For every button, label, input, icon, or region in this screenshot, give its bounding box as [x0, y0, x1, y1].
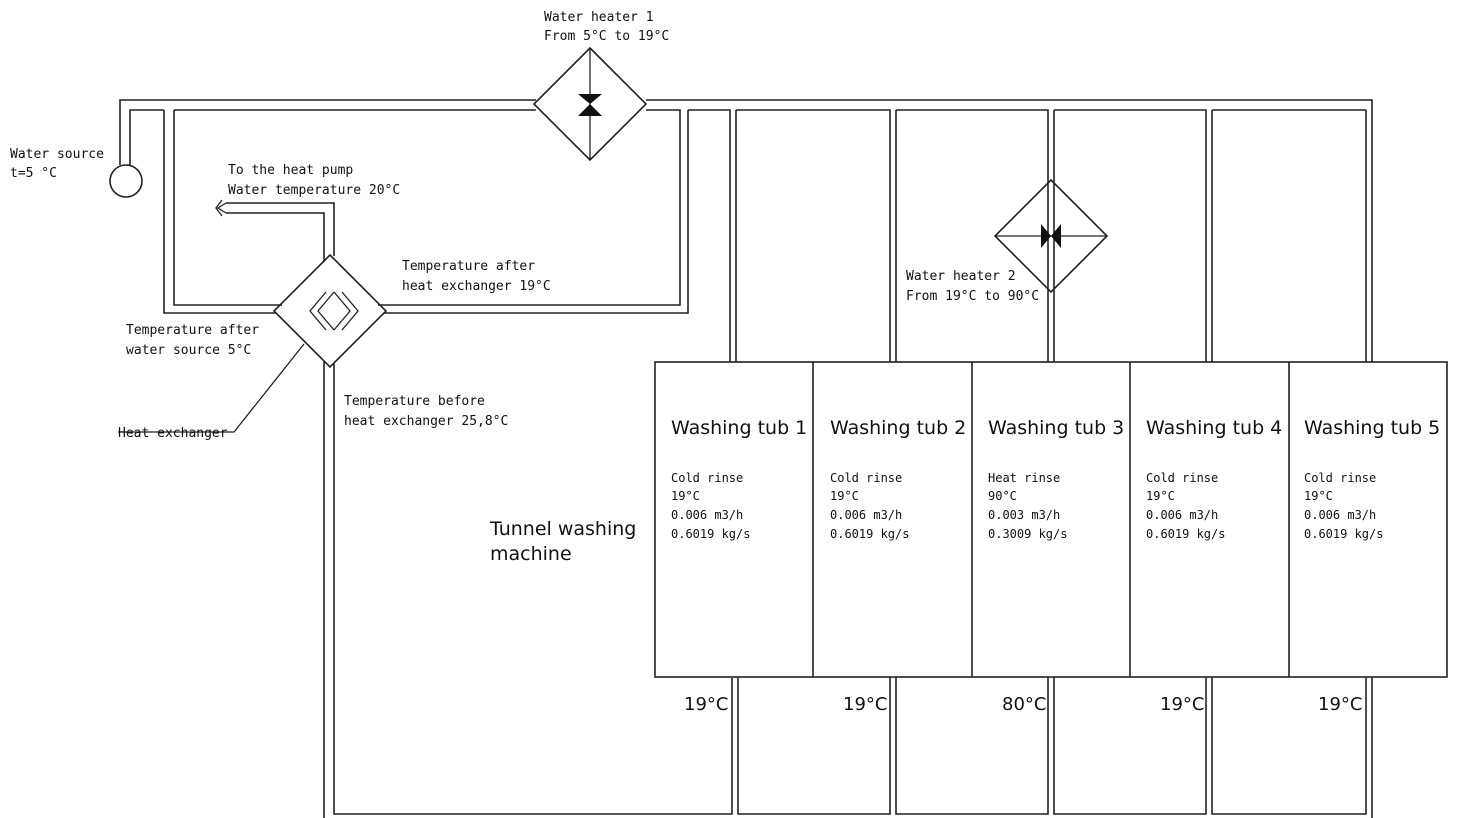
tub-temp: 19°C	[1304, 489, 1333, 503]
tub-temp: 19°C	[830, 489, 859, 503]
tub-mass: 0.6019 kg/s	[1304, 527, 1383, 541]
tub-title: Washing tub 3	[988, 417, 1124, 439]
washing-tub-4: Washing tub 4 Cold rinse 19°C 0.006 m3/h…	[1146, 417, 1282, 715]
heat-exchanger-loop	[163, 109, 737, 362]
heat-exchanger	[118, 253, 388, 433]
heat-pump-line2: Water temperature 20°C	[228, 183, 400, 198]
tub-title: Washing tub 4	[1146, 417, 1282, 439]
tub-flow: 0.006 m3/h	[671, 508, 743, 522]
water-heater-1	[532, 46, 648, 162]
water-heater-2	[993, 178, 1109, 294]
tub-mode: Cold rinse	[671, 471, 743, 485]
machine-line1: Tunnel washing	[489, 518, 636, 540]
water-source-symbol	[109, 164, 143, 198]
machine-line2: machine	[490, 543, 572, 565]
before-hx-line2: heat exchanger 25,8°C	[344, 414, 508, 429]
after-hx-line2: heat exchanger 19°C	[402, 279, 551, 294]
washing-tub-3: Washing tub 3 Heat rinse 90°C 0.003 m3/h…	[988, 417, 1124, 715]
heat-pump-line1: To the heat pump	[228, 163, 353, 178]
water-heater-2-range: From 19°C to 90°C	[906, 289, 1039, 304]
tub-mode: Heat rinse	[988, 471, 1060, 485]
tub-out-temp: 19°C	[843, 694, 887, 715]
washing-tub-5: Washing tub 5 Cold rinse 19°C 0.006 m3/h…	[1304, 417, 1440, 715]
tub-mode: Cold rinse	[830, 471, 902, 485]
tub-out-temp: 19°C	[1160, 694, 1204, 715]
washing-tubs	[654, 361, 1448, 678]
heat-exchanger-label: Heat exchanger	[118, 426, 228, 441]
before-hx-line1: Temperature before	[344, 394, 485, 409]
tub-mode: Cold rinse	[1146, 471, 1218, 485]
main-supply-pipe	[119, 99, 1373, 362]
tub-feed-pipes	[736, 109, 1366, 362]
heat-pump-line	[215, 199, 335, 262]
after-source-line2: water source 5°C	[126, 343, 251, 358]
water-source-name: Water source	[10, 147, 104, 162]
tub-mass: 0.6019 kg/s	[671, 527, 750, 541]
tub-mode: Cold rinse	[1304, 471, 1376, 485]
water-heater-1-name: Water heater 1	[544, 10, 654, 25]
tub-flow: 0.003 m3/h	[988, 508, 1060, 522]
tub-mass: 0.6019 kg/s	[830, 527, 909, 541]
tub-temp: 19°C	[1146, 489, 1175, 503]
water-source-temp: t=5 °C	[10, 166, 57, 181]
tub-out-temp: 80°C	[1002, 694, 1046, 715]
washing-tub-2: Washing tub 2 Cold rinse 19°C 0.006 m3/h…	[830, 417, 966, 715]
tub-out-temp: 19°C	[684, 694, 728, 715]
tub-title: Washing tub 2	[830, 417, 966, 439]
after-hx-line1: Temperature after	[402, 259, 535, 274]
tub-temp: 19°C	[671, 489, 700, 503]
after-source-line1: Temperature after	[126, 323, 259, 338]
tub-temp: 90°C	[988, 489, 1017, 503]
washing-tub-1: Washing tub 1 Cold rinse 19°C 0.006 m3/h…	[671, 417, 807, 715]
tub-outlet-pipes	[737, 677, 1373, 818]
tub-flow: 0.006 m3/h	[830, 508, 902, 522]
tub-flow: 0.006 m3/h	[1146, 508, 1218, 522]
tub-mass: 0.3009 kg/s	[988, 527, 1067, 541]
tub-flow: 0.006 m3/h	[1304, 508, 1376, 522]
water-heater-1-range: From 5°C to 19°C	[544, 29, 669, 44]
return-pipe	[323, 362, 733, 818]
tub-out-temp: 19°C	[1318, 694, 1362, 715]
tub-title: Washing tub 1	[671, 417, 807, 439]
water-heater-2-name: Water heater 2	[906, 269, 1016, 284]
tub-mass: 0.6019 kg/s	[1146, 527, 1225, 541]
tub-title: Washing tub 5	[1304, 417, 1440, 439]
